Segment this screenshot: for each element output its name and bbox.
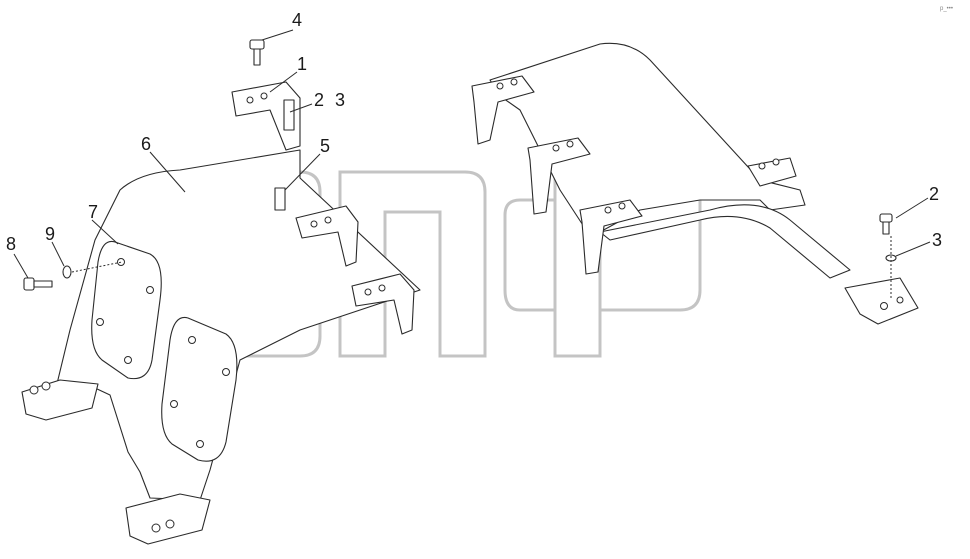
callout-5: 5	[320, 136, 330, 156]
right-lower-bracket	[579, 199, 643, 275]
bolt-head	[510, 78, 518, 86]
callout-6: 6	[141, 134, 151, 154]
leader-2-right	[895, 197, 929, 219]
bracket-bolt	[283, 99, 295, 131]
leader-7	[91, 219, 119, 245]
bolt-4-shank	[253, 48, 261, 66]
bolt-head	[151, 523, 161, 533]
leader-9	[51, 241, 65, 267]
bolt-4-head	[249, 39, 265, 50]
leader-3-right	[895, 241, 931, 257]
callout-4: 4	[292, 10, 302, 30]
callout-8: 8	[6, 234, 16, 254]
plate-hole	[222, 368, 230, 376]
bolt-head	[378, 284, 386, 292]
bolt-8	[23, 277, 53, 291]
bolt-head	[604, 206, 612, 214]
left-guard-foot-bottom	[125, 493, 211, 545]
leader-23	[289, 103, 313, 113]
bolt-head	[324, 216, 332, 224]
right-guard-foot	[844, 277, 919, 325]
bolt-head	[880, 302, 888, 310]
plate-hole	[117, 258, 125, 266]
fastener-5	[274, 187, 286, 211]
bolt-2-head	[879, 213, 893, 223]
left-guard-assembly	[21, 81, 421, 545]
leader-4	[261, 29, 294, 41]
bolt-2-shank	[882, 221, 890, 235]
bolt-head	[758, 162, 766, 170]
bolt-head	[29, 385, 39, 395]
right-guard-assembly	[471, 42, 919, 325]
right-top-bracket	[471, 75, 535, 145]
bolt-head	[496, 82, 504, 90]
bolt-8-shank	[33, 280, 53, 288]
left-guard-foot-left	[21, 379, 99, 421]
watermark-letter-f-left-bowl	[503, 198, 555, 312]
leader-8	[13, 253, 29, 279]
bolt-4	[249, 39, 265, 66]
bolt-2-right	[879, 213, 893, 235]
bolt-head	[246, 96, 254, 104]
plate-hole	[170, 400, 178, 408]
leader-5	[284, 153, 321, 191]
watermark-letter-p	[338, 170, 487, 358]
right-guard-panel	[489, 42, 806, 237]
plate-hole	[96, 318, 104, 326]
bolt-head	[772, 158, 780, 166]
cover-plate-7	[91, 240, 162, 380]
bolt-hole	[896, 296, 904, 304]
bolt-head	[260, 92, 268, 100]
right-mid-bracket	[527, 137, 591, 215]
plate-hole	[124, 356, 132, 364]
plate-hole	[196, 440, 204, 448]
right-guard-flange	[599, 204, 851, 279]
callout-2-right: 2	[929, 184, 939, 204]
leader-1	[269, 71, 298, 93]
leader-6	[149, 151, 186, 193]
bolt-head	[618, 202, 626, 210]
bolt-head	[41, 381, 51, 391]
bolt-8-head	[23, 277, 35, 291]
bolt-head	[364, 288, 372, 296]
washer-9	[62, 265, 72, 279]
bolt-head	[165, 519, 175, 529]
cover-plate-lower	[161, 316, 238, 462]
assembly-axis	[71, 261, 123, 273]
plate-hole	[146, 286, 154, 294]
bolt-head	[552, 144, 560, 152]
callout-7: 7	[88, 202, 98, 222]
left-mid-bracket	[295, 205, 359, 267]
callout-2-3: 2 3	[314, 90, 345, 110]
corner-note: р_•••	[940, 6, 953, 12]
plate-hole	[188, 336, 196, 344]
callout-9: 9	[45, 224, 55, 244]
bolt-head	[566, 140, 574, 148]
callout-3-right: 3	[932, 230, 942, 250]
callout-1: 1	[297, 54, 307, 74]
bolt-head	[310, 220, 318, 228]
